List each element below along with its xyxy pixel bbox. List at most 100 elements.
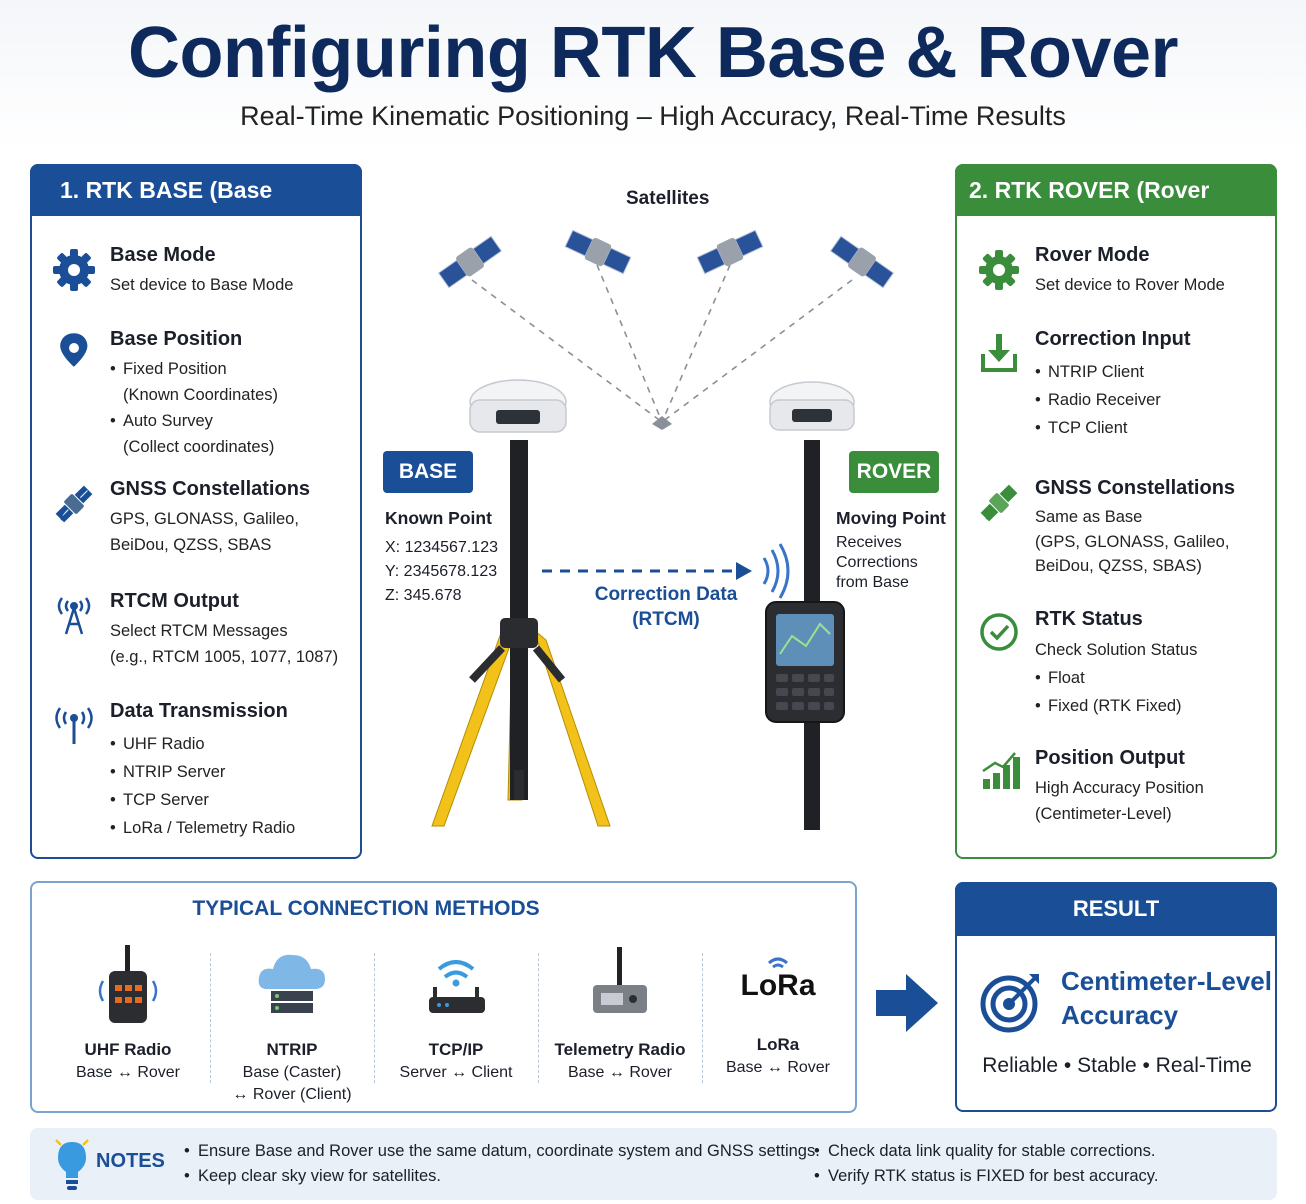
divider bbox=[702, 953, 703, 1083]
rover-status-text: Check Solution Status bbox=[1035, 641, 1198, 659]
check-circle-icon bbox=[980, 613, 1018, 651]
result-line: Accuracy bbox=[1061, 1000, 1179, 1030]
lora-logo-text: LoRa bbox=[740, 969, 816, 1002]
rover-status-bullet: Fixed (RTK Fixed) bbox=[1035, 692, 1197, 720]
rover-mode-title: Rover Mode bbox=[1035, 244, 1150, 266]
satellite-icon bbox=[55, 485, 93, 523]
base-transmission-title: Data Transmission bbox=[110, 700, 288, 722]
method-desc: Base (Caster) bbox=[242, 1064, 342, 1081]
base-mode-title: Base Mode bbox=[110, 244, 216, 266]
note-item: Verify RTK status is FIXED for best accu… bbox=[814, 1164, 1158, 1189]
result-accuracy: Centimeter-Level Accuracy bbox=[1061, 964, 1272, 1032]
divider bbox=[374, 953, 375, 1083]
base-position-bullet: Auto Survey bbox=[110, 408, 278, 434]
radio-icon bbox=[98, 945, 158, 1023]
rover-gnss-text: Same as Base bbox=[1035, 508, 1143, 526]
base-point-title: Known Point bbox=[385, 508, 492, 528]
base-coord-y: Y: 2345678.123 bbox=[385, 563, 498, 580]
rover-gnss-title: GNSS Constellations bbox=[1035, 477, 1236, 499]
rover-output-title: Position Output bbox=[1035, 747, 1185, 769]
method-uhf-radio: UHF Radio Base ↔ Rover bbox=[46, 941, 210, 1084]
method-desc: Base ↔ Rover bbox=[725, 1059, 831, 1076]
method-telemetry-radio: Telemetry Radio Base ↔ Rover bbox=[538, 941, 702, 1084]
result-line: Centimeter-Level bbox=[1061, 966, 1272, 996]
note-item: Check data link quality for stable corre… bbox=[814, 1139, 1158, 1164]
cloud-server-icon bbox=[258, 954, 325, 1013]
rover-correction-bullet: NTRIP Client bbox=[1035, 358, 1161, 386]
method-name: LoRa bbox=[756, 1035, 800, 1054]
correction-label: Correction Data bbox=[594, 584, 738, 605]
rover-point-text: Receives Corrections from Base bbox=[836, 533, 918, 593]
base-gnss-text: BeiDou, QZSS, SBAS bbox=[110, 536, 272, 554]
base-transmission-bullet: UHF Radio bbox=[110, 730, 295, 758]
lora-signal-icon bbox=[768, 957, 788, 969]
result-heading: RESULT bbox=[955, 882, 1277, 936]
notes-bar: NOTES Ensure Base and Rover use the same… bbox=[30, 1128, 1277, 1200]
method-name: NTRIP bbox=[266, 1040, 318, 1059]
rover-gnss-text: BeiDou, QZSS, SBAS) bbox=[1035, 557, 1202, 575]
rover-panel: 2. RTK ROVER (Rover Station) Rover Mode … bbox=[955, 164, 1277, 859]
gear-icon bbox=[53, 249, 95, 291]
notes-left: Ensure Base and Rover use the same datum… bbox=[184, 1139, 820, 1189]
download-tray-icon bbox=[981, 334, 1017, 372]
notes-title: NOTES bbox=[96, 1150, 165, 1172]
correction-arrow bbox=[542, 543, 790, 599]
rover-point-line: Corrections bbox=[836, 554, 918, 571]
divider bbox=[538, 953, 539, 1083]
base-position-bullet: (Collect coordinates) bbox=[123, 438, 275, 456]
satellite-icon bbox=[696, 229, 764, 275]
base-coordinates: X: 1234567.123 Y: 2345678.123 Z: 345.678 bbox=[385, 536, 498, 608]
rover-gnss-text: (GPS, GLONASS, Galileo, bbox=[1035, 532, 1230, 551]
base-rtcm-text: Select RTCM Messages bbox=[110, 622, 288, 640]
method-name: Telemetry Radio bbox=[554, 1040, 686, 1059]
result-tagline: Reliable • Stable • Real-Time bbox=[982, 1054, 1252, 1077]
method-desc: Base ↔ Rover bbox=[75, 1064, 181, 1081]
rover-status-bullet: Float bbox=[1035, 664, 1197, 692]
rover-point-line: from Base bbox=[836, 574, 909, 591]
base-position-bullet: (Known Coordinates) bbox=[123, 386, 278, 404]
lora-icon: LoRa bbox=[733, 941, 823, 1031]
correction-data-label: Correction Data (RTCM) bbox=[580, 582, 752, 632]
broadcast-icon bbox=[55, 707, 93, 744]
base-gnss-title: GNSS Constellations bbox=[110, 478, 311, 500]
base-coord-x: X: 1234567.123 bbox=[385, 539, 498, 556]
satellite-icon bbox=[829, 235, 895, 289]
method-name: UHF Radio bbox=[84, 1040, 172, 1059]
satellite-icon bbox=[980, 484, 1018, 522]
base-coord-z: Z: 345.678 bbox=[385, 587, 462, 604]
satellite-icon bbox=[437, 235, 503, 289]
base-panel: 1. RTK BASE (Base Station) Base Mode Set… bbox=[30, 164, 362, 859]
satellites-label: Satellites bbox=[626, 188, 710, 209]
base-position-title: Base Position bbox=[110, 328, 243, 350]
rover-correction-title: Correction Input bbox=[1035, 328, 1191, 350]
rover-correction-bullet: TCP Client bbox=[1035, 414, 1161, 442]
base-panel-heading: 1. RTK BASE (Base Station) bbox=[30, 164, 362, 255]
method-desc: Server ↔ Client bbox=[399, 1064, 513, 1081]
base-position-bullet: Fixed Position bbox=[110, 356, 278, 382]
base-receiver-tripod bbox=[431, 379, 611, 827]
wifi-router-icon bbox=[429, 960, 485, 1013]
method-ntrip: NTRIP Base (Caster) ↔ Rover (Client) bbox=[210, 941, 374, 1106]
method-desc: Base ↔ Rover bbox=[567, 1064, 673, 1081]
base-rtcm-title: RTCM Output bbox=[110, 590, 239, 612]
notes-right: Check data link quality for stable corre… bbox=[814, 1139, 1158, 1189]
header: Configuring RTK Base & Rover Real-Time K… bbox=[0, 0, 1306, 150]
target-icon bbox=[980, 974, 1039, 1033]
location-pin-icon bbox=[60, 333, 88, 367]
method-lora: LoRa LoRa Base ↔ Rover bbox=[696, 941, 860, 1079]
page-title: Configuring RTK Base & Rover bbox=[127, 13, 1179, 93]
bar-chart-icon bbox=[982, 752, 1020, 789]
method-tcpip: TCP/IP Server ↔ Client bbox=[374, 941, 538, 1084]
note-item: Ensure Base and Rover use the same datum… bbox=[184, 1139, 820, 1164]
rover-output-text: (Centimeter-Level) bbox=[1035, 805, 1172, 823]
base-transmission-bullet: NTRIP Server bbox=[110, 758, 295, 786]
page-subtitle: Real-Time Kinematic Positioning – High A… bbox=[240, 101, 1066, 131]
satellite-illustration bbox=[431, 229, 895, 830]
method-name: TCP/IP bbox=[428, 1040, 484, 1059]
lightbulb-icon bbox=[55, 1139, 89, 1190]
antenna-tower-icon bbox=[57, 597, 91, 635]
rover-point-title: Moving Point bbox=[836, 508, 946, 528]
base-mode-text: Set device to Base Mode bbox=[110, 276, 294, 294]
rover-tag: ROVER bbox=[849, 451, 939, 493]
arrow-right-icon bbox=[876, 974, 938, 1032]
